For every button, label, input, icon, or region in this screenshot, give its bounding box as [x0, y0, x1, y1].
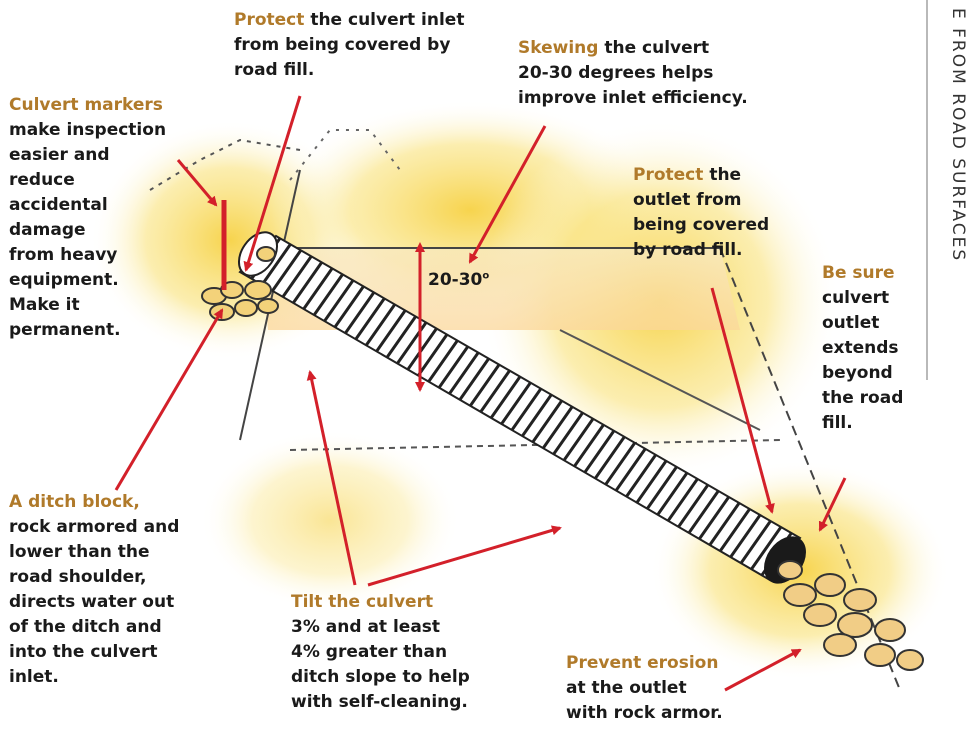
angle-label: 20-30o: [428, 270, 489, 290]
annotation-ditch-block: A ditch block, rock armored and lower th…: [9, 490, 219, 690]
annotation-tilt: Tilt the culvert 3% and at least 4% grea…: [291, 590, 501, 715]
annotation-markers: Culvert markers make inspection easier a…: [9, 93, 199, 343]
annotation-outlet: Protect the outlet from being covered by…: [633, 163, 793, 263]
annotation-inlet: Protect the culvert inlet from being cov…: [234, 8, 504, 83]
sidebar-title: E FROM ROAD SURFACES: [948, 8, 966, 262]
annotation-besure: Be sure culvert outlet extends beyond th…: [822, 261, 922, 436]
annotation-erosion: Prevent erosion at the outlet with rock …: [566, 651, 766, 726]
section-sidebar: E FROM ROAD SURFACES: [926, 0, 966, 380]
annotation-skew: Skewing the culvert 20-30 degrees helps …: [518, 36, 778, 111]
